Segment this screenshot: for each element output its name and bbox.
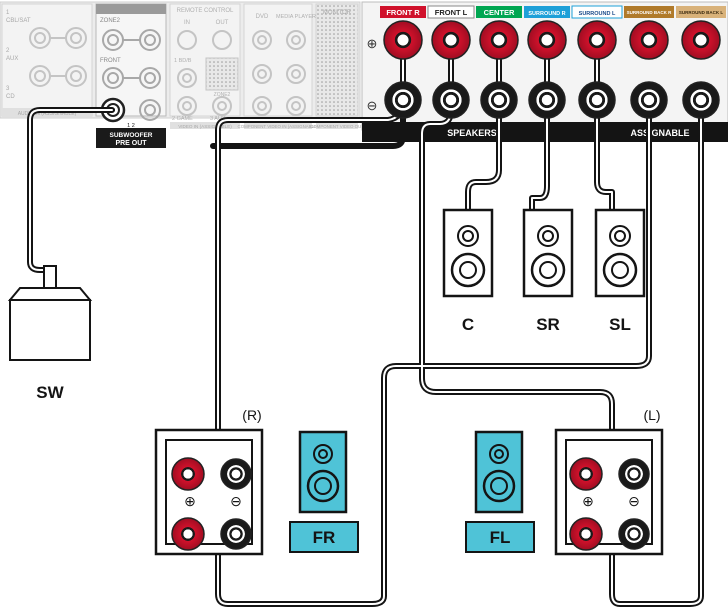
video-aux-label: 3 AUX	[210, 116, 226, 122]
pre-out-section: ZONE2 FRONT 1 2 SUBWOOFER PRE OUT	[95, 3, 167, 148]
pre-out-zone2: ZONE2	[100, 18, 121, 24]
subwoofer-label-sw: SW	[36, 383, 64, 402]
panel-plus-symbol: ⊕	[367, 36, 378, 51]
header-center: CENTER	[484, 8, 515, 17]
fl-label: FL	[490, 528, 511, 547]
audio-in-footer: AUDIO IN (ASSIGNABLE)	[18, 111, 77, 117]
surround-r-speaker: SR	[522, 208, 574, 334]
header-front-l: FRONT L	[435, 8, 468, 17]
center-speaker: C	[442, 208, 494, 334]
fl-terminal-plus	[569, 457, 603, 491]
remote-control-label: REMOTE CONTROL	[177, 8, 234, 14]
rear-panel: 1 CBL/SAT 2 AUX 3 CD AUDIO IN (ASSIGNABL…	[0, 1, 364, 148]
fr-plus-symbol: ⊕	[184, 493, 196, 509]
center-speaker-label: C	[462, 315, 474, 334]
terminal-front-r-minus	[384, 81, 422, 119]
terminal-back-r-plus	[629, 20, 669, 60]
terminal-front-r-plus	[383, 20, 423, 60]
fr-terminal-plus	[171, 457, 205, 491]
audio-in-label-cd: CD	[6, 94, 15, 100]
subwoofer-box	[9, 299, 91, 361]
audio-in-label-cblsat: CBL/SAT	[6, 18, 31, 24]
left-side-label: (L)	[643, 407, 660, 423]
terminal-surround-l-minus	[578, 81, 616, 119]
video-game-label: 2 GAME	[172, 116, 193, 122]
front-l-speaker: (L) ⊕ ⊖ FL	[465, 407, 664, 556]
audio-in-label-2: 2	[6, 48, 10, 54]
terminal-front-l-plus	[431, 20, 471, 60]
terminal-back-l-minus	[682, 81, 720, 119]
front-r-speaker: (R) ⊕ ⊖ FR	[154, 407, 359, 556]
subwoofer: SW	[7, 265, 93, 402]
video-section: REMOTE CONTROL IN OUT 1 BD/B ZONE2 2 GAM…	[169, 3, 241, 129]
subwoofer-numbers: 1 2	[127, 123, 135, 129]
terminal-center-minus	[480, 81, 518, 119]
fl-plus-symbol: ⊕	[582, 493, 594, 509]
video-bd-label: 1 BD/B	[174, 58, 192, 64]
terminal-center-plus	[479, 20, 519, 60]
audio-in-section: 1 CBL/SAT 2 AUX 3 CD AUDIO IN (ASSIGNABL…	[1, 3, 93, 117]
audio-in-label-1: 1	[6, 10, 10, 16]
monitor-footer: COMPONENT VIDEO OUT	[310, 124, 364, 129]
remote-out-label: OUT	[216, 20, 229, 26]
fr-terminal-plus-2	[171, 517, 205, 551]
header-surround-back-r: SURROUND BACK R	[627, 10, 672, 15]
channel-headers: FRONT R FRONT L CENTER SURROUND R SURROU…	[380, 5, 726, 19]
component-footer: COMPONENT VIDEO IN (ASSIGNABLE)	[238, 124, 319, 129]
audio-in-label-3: 3	[6, 86, 10, 92]
surround-l-speaker: SL	[594, 208, 646, 334]
surround-l-label: SL	[609, 315, 631, 334]
pre-out-front: FRONT	[100, 58, 121, 64]
assignable-footer: ASSIGNABLE	[630, 128, 689, 138]
monitor-section: MONITOR COMPONENT VIDEO OUT	[310, 3, 364, 129]
fl-terminal-plus-2	[569, 517, 603, 551]
terminal-back-r-minus	[630, 81, 668, 119]
monitor-label: MONITOR	[323, 10, 352, 16]
panel-terminals	[383, 20, 721, 119]
header-surround-back-l: SURROUND BACK L	[679, 10, 723, 15]
terminal-surround-l-plus	[577, 20, 617, 60]
fl-terminal-minus-2	[618, 518, 650, 550]
fl-terminal-minus	[618, 458, 650, 490]
header-front-r: FRONT R	[386, 8, 420, 17]
fl-minus-symbol: ⊖	[628, 493, 640, 509]
audio-in-label-aux: AUX	[6, 56, 18, 62]
terminal-surround-r-minus	[528, 81, 566, 119]
fr-terminal-minus	[220, 458, 252, 490]
component-dvd-label: DVD	[256, 14, 269, 20]
speakers-footer: SPEAKERS	[447, 128, 497, 138]
fr-minus-symbol: ⊖	[230, 493, 242, 509]
surround-r-label: SR	[536, 315, 560, 334]
terminal-surround-r-plus	[527, 20, 567, 60]
video-zone2-label: ZONE2	[214, 92, 231, 98]
terminal-back-l-plus	[681, 20, 721, 60]
component-section: DVD MEDIA PLAYER COMPONENT VIDEO IN (ASS…	[238, 3, 319, 129]
right-side-label: (R)	[242, 407, 261, 423]
pre-out-footer: PRE OUT	[115, 140, 147, 147]
video-in-footer: VIDEO IN (ASSIGNABLE)	[178, 124, 232, 129]
header-surround-r: SURROUND R	[528, 11, 565, 17]
header-surround-l: SURROUND L	[579, 11, 616, 17]
terminal-front-l-minus	[432, 81, 470, 119]
component-media-label: MEDIA PLAYER	[276, 14, 316, 20]
subwoofer-label: SUBWOOFER	[110, 132, 153, 139]
remote-in-label: IN	[184, 20, 190, 26]
fr-label: FR	[313, 528, 336, 547]
panel-minus-symbol: ⊖	[367, 98, 378, 113]
fr-terminal-minus-2	[220, 518, 252, 550]
